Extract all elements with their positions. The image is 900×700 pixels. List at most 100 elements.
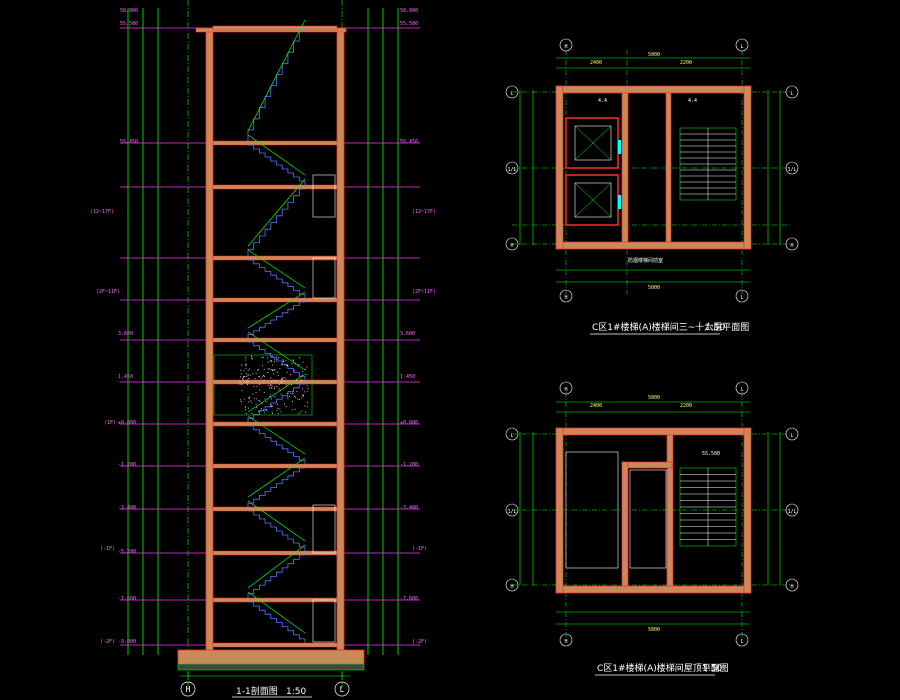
hatch-dot	[256, 369, 258, 371]
plan2-level-mark: 55.500	[702, 451, 720, 457]
hatch-dot	[270, 404, 272, 406]
plan2-dim-2: 2200	[680, 403, 692, 409]
hatch-dot	[271, 405, 273, 407]
hatch-dot	[253, 397, 255, 399]
hatch-dot	[290, 384, 292, 385]
plan-roof-floor: 55.500 2400 2200 5000 5000 H L H L L 1/L…	[505, 381, 799, 676]
hatch-dot	[292, 400, 293, 402]
hatch-dot	[283, 360, 285, 362]
hatch-dot	[279, 389, 281, 391]
hatch-dot	[305, 411, 307, 413]
hatch-dot	[248, 381, 249, 383]
hatch-dot	[240, 373, 242, 375]
hatch-dot	[298, 363, 300, 365]
plan2-grid-side-r3: H	[790, 584, 793, 590]
hatch-dot	[302, 370, 304, 372]
hatch-dot	[294, 395, 296, 397]
plan2-grid-side-1: L	[510, 433, 513, 439]
plan1-dimension-lines	[519, 57, 781, 283]
hatch-dot	[258, 411, 260, 412]
hatch-dot	[292, 409, 294, 411]
hatch-dot	[260, 410, 262, 412]
plan1-grid-top-l: L	[740, 44, 743, 50]
hatch-dot	[280, 411, 282, 413]
hatch-dot	[276, 386, 278, 388]
plan2-grid-bottom-h: H	[564, 639, 567, 645]
hatch-dot	[292, 359, 294, 361]
hatch-dot	[266, 401, 268, 403]
hatch-dot	[249, 374, 251, 376]
stair-flight	[248, 601, 306, 643]
plan2-grid-bubbles	[505, 381, 799, 647]
hatch-dot	[271, 387, 273, 389]
hatch-dot	[262, 375, 264, 376]
hatch-dot	[297, 365, 299, 367]
hatch-dot	[256, 385, 258, 387]
hatch-dot	[287, 393, 289, 394]
hatch-dot	[243, 398, 245, 400]
hatch-dot	[259, 383, 261, 385]
plan1-grid-bottom-h: H	[564, 295, 567, 301]
hatch-dot	[258, 400, 260, 401]
hatch-dot	[264, 375, 266, 377]
hatch-dot	[254, 378, 256, 380]
hatch-dot	[272, 370, 273, 372]
hatch-dot	[271, 364, 273, 366]
plan1-grid-side-2: 1/L	[507, 167, 516, 173]
hatch-dot	[262, 376, 264, 378]
plan2-dim-total: 5000	[648, 395, 660, 401]
section-left-dimension-lines	[127, 8, 399, 655]
hatch-dot	[267, 385, 269, 387]
hatch-dot	[294, 408, 296, 410]
hatch-dot	[301, 394, 303, 396]
plan1-room-label: 防烟楼梯间前室	[628, 257, 663, 264]
hatch-dot	[248, 396, 250, 398]
hatch-dot	[287, 398, 289, 400]
hatch-dot	[273, 373, 275, 375]
stair-flight	[247, 29, 305, 141]
stair-railing	[247, 331, 306, 371]
hatch-dot	[274, 381, 276, 383]
hatch-dot	[245, 365, 247, 366]
hatch-dot	[277, 403, 279, 405]
hatch-dot	[282, 361, 284, 363]
hatch-dot	[263, 409, 265, 411]
plan1-grid-top-h: H	[564, 44, 567, 50]
section-level-right-5: -3.400	[400, 505, 418, 511]
hatch-dot	[280, 381, 282, 383]
hatch-dot	[245, 381, 247, 383]
hatch-dot	[250, 400, 252, 402]
hatch-dot	[297, 398, 299, 400]
hatch-dot	[306, 366, 308, 368]
hatch-dot	[279, 368, 281, 369]
plan1-grid-side-r1: L	[790, 91, 793, 97]
hatch-dot	[244, 376, 245, 378]
floor-slab	[212, 463, 338, 469]
hatch-dot	[240, 369, 242, 371]
section-windows	[312, 174, 336, 643]
plan1-dim-1: 2400	[590, 60, 602, 66]
hatch-dot	[245, 363, 247, 365]
hatch-dot	[285, 378, 287, 380]
section-scale: 1:50	[286, 687, 306, 697]
hatch-dot	[287, 396, 289, 398]
hatch-dot	[301, 375, 303, 377]
plan1-grid-side-r3: H	[790, 243, 793, 249]
plan2-rooms	[565, 451, 667, 569]
hatch-dot	[243, 370, 245, 372]
hatch-dot	[265, 409, 267, 410]
stair-railing	[247, 415, 306, 455]
hatch-dot	[240, 401, 242, 403]
hatch-dot	[249, 368, 250, 370]
section-left-tag-3: (1F)	[104, 420, 116, 426]
hatch-dot	[302, 388, 304, 390]
section-level-left-6: -5.200	[118, 549, 136, 555]
hatch-dot	[253, 386, 255, 388]
hatch-dot	[248, 401, 250, 403]
hatch-dot	[256, 406, 258, 408]
hatch-dot	[298, 413, 300, 415]
hatch-dot	[285, 364, 287, 366]
floor-slab	[212, 297, 338, 303]
plan2-grid-top-l: L	[740, 387, 743, 393]
hatch-dot	[281, 378, 283, 380]
